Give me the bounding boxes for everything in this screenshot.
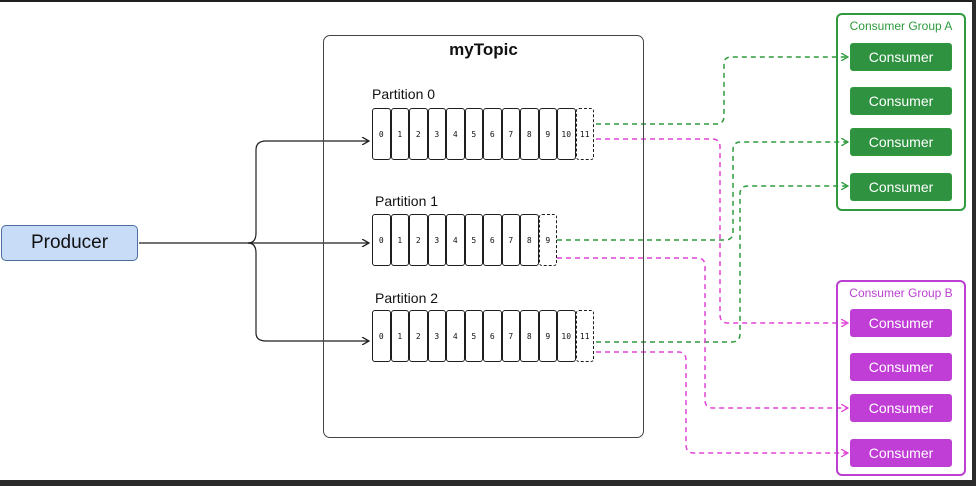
offset-cell: 1	[390, 108, 409, 160]
producer-links	[139, 141, 369, 341]
producer-to-partition-0-arrow	[247, 141, 369, 244]
consumer-label: Consumer	[868, 179, 934, 195]
offset-cell: 5	[464, 310, 483, 362]
p0-to-group-b-consumer-1-arrow	[596, 138, 848, 323]
p2-to-group-a-consumer-4-arrow	[596, 186, 848, 343]
offset-cell: 2	[409, 214, 428, 266]
offset-cell: 0	[372, 214, 391, 266]
consumer-label: Consumer	[868, 315, 934, 331]
offset-cell: 4	[446, 214, 465, 266]
offset-cell: 0	[372, 108, 391, 160]
p2-to-group-b-consumer-4-arrow	[596, 351, 848, 453]
consumer-group-a-title: Consumer Group A	[849, 19, 953, 33]
group-a-consumer-3: Consumer	[850, 128, 952, 156]
consumer-label: Consumer	[868, 445, 934, 461]
offset-cell: 1	[390, 214, 409, 266]
group-b-consumer-1: Consumer	[850, 309, 952, 337]
offset-cell: 3	[427, 108, 446, 160]
consumer-label: Consumer	[868, 49, 934, 65]
offset-cell: 4	[446, 108, 465, 160]
offset-cell: 10	[557, 108, 576, 160]
consumer-label: Consumer	[868, 359, 934, 375]
group-b-consumer-2: Consumer	[850, 353, 952, 381]
consumer-label: Consumer	[868, 134, 934, 150]
partition-1-label: Partition 1	[375, 193, 439, 209]
consumer-label: Consumer	[868, 93, 934, 109]
p1-to-group-a-consumer-3-arrow	[557, 142, 848, 241]
window-right-edge	[972, 0, 976, 486]
next-offset-cell: 11	[575, 108, 594, 160]
window-top-edge	[0, 0, 976, 2]
offset-cell: 8	[520, 108, 539, 160]
group-b-consumer-3: Consumer	[850, 394, 952, 422]
next-offset-cell: 11	[575, 310, 594, 362]
offset-cell: 7	[501, 310, 520, 362]
producer-to-partition-2-arrow	[247, 242, 369, 341]
offset-cell: 2	[409, 108, 428, 160]
topic-title: myTopic	[449, 40, 518, 59]
offset-cell: 7	[501, 214, 520, 266]
offset-cell: 4	[446, 310, 465, 362]
group-b-consumer-4: Consumer	[850, 439, 952, 467]
offset-cell: 9	[538, 310, 557, 362]
p1-to-group-b-consumer-3-arrow	[557, 257, 848, 408]
offset-cell: 6	[483, 310, 502, 362]
group-a-consumer-1: Consumer	[850, 43, 952, 71]
topic-box: myTopic	[323, 35, 644, 438]
consumer-group-a: Consumer Group A	[836, 13, 966, 211]
group-b-links	[557, 138, 848, 453]
producer-box: Producer	[1, 225, 138, 261]
group-a-links	[557, 57, 848, 343]
partition-2-label: Partition 2	[375, 290, 439, 306]
offset-cell: 5	[464, 214, 483, 266]
offset-cell: 1	[390, 310, 409, 362]
offset-cell: 0	[372, 310, 391, 362]
group-a-consumer-2: Consumer	[850, 87, 952, 115]
offset-cell: 3	[427, 214, 446, 266]
offset-cell: 2	[409, 310, 428, 362]
group-a-consumer-4: Consumer	[850, 173, 952, 201]
consumer-group-b-title: Consumer Group B	[849, 286, 953, 300]
producer-label: Producer	[30, 232, 109, 253]
offset-cell: 7	[501, 108, 520, 160]
consumer-group-b: Consumer Group B	[836, 280, 966, 476]
offset-cell: 6	[483, 214, 502, 266]
offset-cell: 5	[464, 108, 483, 160]
offset-cell: 9	[538, 108, 557, 160]
offset-cell: 6	[483, 108, 502, 160]
offset-cell: 8	[520, 214, 539, 266]
offset-cell: 3	[427, 310, 446, 362]
next-offset-cell: 9	[538, 214, 557, 266]
p0-to-group-a-consumer-1-arrow	[596, 57, 848, 125]
window-bottom-edge	[0, 480, 976, 486]
partition-0-label: Partition 0	[372, 86, 436, 102]
offset-cell: 10	[557, 310, 576, 362]
offset-cell: 8	[520, 310, 539, 362]
consumer-label: Consumer	[868, 400, 934, 416]
